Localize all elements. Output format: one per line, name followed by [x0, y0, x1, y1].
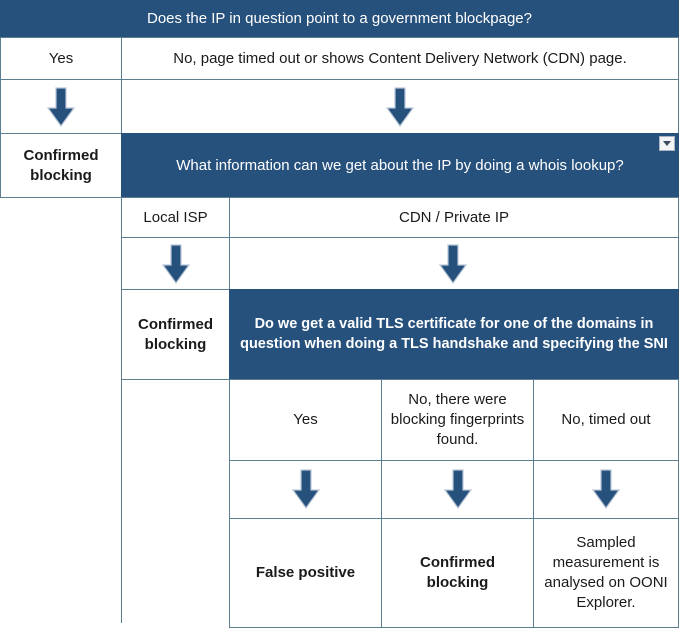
question-2-banner: What information can we get about the IP… — [121, 133, 679, 198]
outcome-false-positive-label: False positive — [255, 564, 356, 582]
question-1-banner: Does the IP in question point to a gover… — [0, 0, 679, 38]
question-3-text: Do we get a valid TLS certificate for on… — [240, 316, 668, 352]
arrow-row-level2-left — [121, 237, 230, 290]
outcome-confirmed-blocking-level1: Confirmed blocking — [0, 133, 122, 198]
answer-local-isp-label: Local ISP — [143, 208, 208, 226]
grid-rule-vertical — [229, 380, 230, 623]
question-2-text: What information can we get about the IP… — [176, 156, 624, 174]
question-3-banner: Do we get a valid TLS certificate for on… — [229, 289, 679, 380]
answer-local-isp[interactable]: Local ISP — [121, 197, 230, 238]
answer-tls-timeout[interactable]: No, timed out — [533, 379, 679, 461]
answer-yes-level1-label: Yes — [48, 49, 74, 67]
outcome-confirmed-blocking-level2: Confirmed blocking — [121, 289, 230, 380]
arrow-row-level3-col1 — [229, 460, 382, 519]
question-1-text: Does the IP in question point to a gover… — [147, 10, 532, 28]
arrow-row-level2-right — [229, 237, 679, 290]
arrow-row-level1-right — [121, 79, 679, 134]
answer-tls-yes[interactable]: Yes — [229, 379, 382, 461]
chevron-down-icon — [663, 141, 671, 146]
outcome-false-positive: False positive — [229, 518, 382, 628]
outcome-sampled-measurement: Sampled measurement is analysed on OONI … — [533, 518, 679, 628]
outcome-confirmed-blocking-level1-label: Confirmed blocking — [23, 146, 99, 184]
arrow-row-level3-col2 — [381, 460, 534, 519]
outcome-confirmed-blocking-level3-label: Confirmed blocking — [420, 554, 495, 591]
answer-tls-timeout-label: No, timed out — [561, 411, 651, 429]
answer-cdn-private-ip-label: CDN / Private IP — [398, 208, 510, 226]
answer-no-level1[interactable]: No, page timed out or shows Content Deli… — [121, 37, 679, 80]
outcome-sampled-measurement-label: Sampled measurement is analysed on OONI … — [544, 534, 668, 611]
answer-tls-yes-label: Yes — [293, 411, 318, 429]
answer-tls-fingerprints[interactable]: No, there were blocking fingerprints fou… — [381, 379, 534, 461]
filter-dropdown-icon[interactable] — [659, 136, 675, 151]
arrow-row-level1-left — [0, 79, 122, 134]
outcome-confirmed-blocking-level2-label: Confirmed blocking — [138, 315, 213, 353]
answer-tls-fingerprints-label: No, there were blocking fingerprints fou… — [390, 391, 525, 448]
answer-no-level1-label: No, page timed out or shows Content Deli… — [173, 49, 627, 67]
answer-cdn-private-ip[interactable]: CDN / Private IP — [229, 197, 679, 238]
outcome-confirmed-blocking-level3: Confirmed blocking — [381, 518, 534, 628]
answer-yes-level1[interactable]: Yes — [0, 37, 122, 80]
grid-rule-vertical — [121, 197, 122, 623]
arrow-row-level3-col3 — [533, 460, 679, 519]
